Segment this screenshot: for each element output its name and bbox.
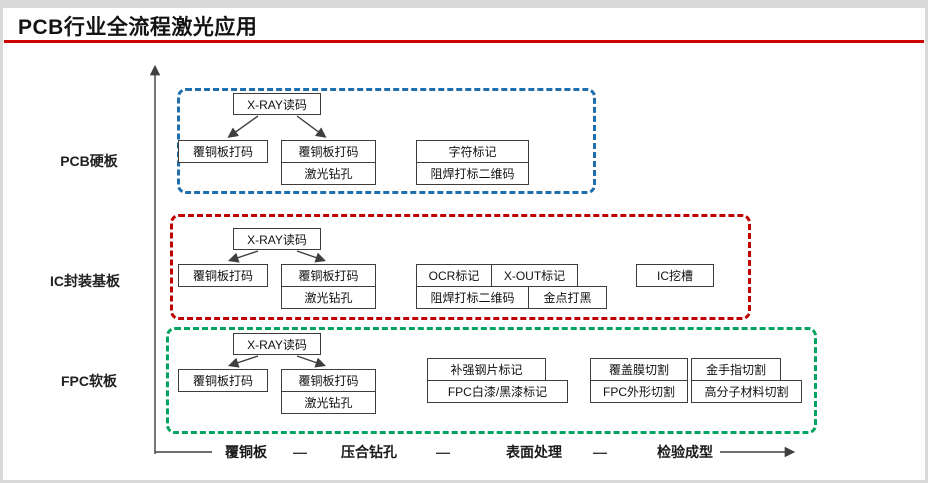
row-label-fpc-flex: FPC软板 [61, 373, 117, 389]
axis-label-surface-treatment: 表面处理 [506, 444, 562, 460]
copper-clad-marking-box-pcb-1: 覆铜板打码 [178, 140, 268, 163]
polymer-material-cutting-box: 高分子材料切割 [691, 380, 802, 403]
copper-clad-marking-box-ic-1: 覆铜板打码 [178, 264, 268, 287]
xray-arrow-ic-right [296, 250, 326, 263]
fpc-flex-section-frame [166, 327, 817, 434]
axis-label-ccl: 覆铜板 [225, 444, 267, 460]
row-label-pcb-rigid: PCB硬板 [60, 153, 118, 169]
fpc-outline-cutting-box: FPC外形切割 [590, 380, 688, 403]
axis-separator: — [593, 444, 607, 460]
axis-label-inspection-forming: 检验成型 [657, 444, 713, 460]
gold-dot-blackening-box: 金点打黑 [528, 286, 607, 309]
ic-substrate-section-frame [170, 214, 751, 320]
solder-mask-qr-box-pcb: 阻焊打标二维码 [416, 162, 529, 185]
copper-clad-marking-box-ic-2: 覆铜板打码 [281, 264, 376, 287]
laser-drilling-box-fpc: 激光钻孔 [281, 391, 376, 414]
row-label-ic-substrate: IC封装基板 [50, 273, 120, 289]
xray-arrow-fpc-right [296, 355, 326, 368]
copper-clad-marking-box-fpc-1: 覆铜板打码 [178, 369, 268, 392]
reinforcement-steel-marking-box: 补强钢片标记 [427, 358, 546, 381]
xray-arrow-pcb-left [227, 115, 259, 138]
laser-drilling-box-ic: 激光钻孔 [281, 286, 376, 309]
character-marking-box: 字符标记 [416, 140, 529, 163]
axis-label-lamination-drilling: 压合钻孔 [341, 444, 397, 460]
gold-finger-cutting-box: 金手指切割 [691, 358, 781, 381]
solder-mask-qr-box-ic: 阻焊打标二维码 [416, 286, 529, 309]
laser-drilling-box-pcb: 激光钻孔 [281, 162, 376, 185]
xray-arrow-pcb-right [296, 115, 327, 138]
xray-arrow-ic-left [228, 250, 259, 263]
coverlay-cutting-box: 覆盖膜切割 [590, 358, 688, 381]
xout-marking-box: X-OUT标记 [491, 264, 578, 287]
xray-read-box-fpc: X-RAY读码 [233, 333, 321, 355]
title-underline [4, 40, 924, 43]
axis-separator: — [436, 444, 450, 460]
ocr-marking-box: OCR标记 [416, 264, 492, 287]
page-title: PCB行业全流程激光应用 [18, 16, 258, 39]
axis-separator: — [293, 444, 307, 460]
ic-slotting-box: IC挖槽 [636, 264, 714, 287]
fpc-paint-marking-box: FPC白漆/黑漆标记 [427, 380, 568, 403]
xray-read-box-pcb: X-RAY读码 [233, 93, 321, 115]
copper-clad-marking-box-fpc-2: 覆铜板打码 [281, 369, 376, 392]
copper-clad-marking-box-pcb-2: 覆铜板打码 [281, 140, 376, 163]
xray-read-box-ic: X-RAY读码 [233, 228, 321, 250]
xray-arrow-fpc-left [228, 355, 259, 368]
